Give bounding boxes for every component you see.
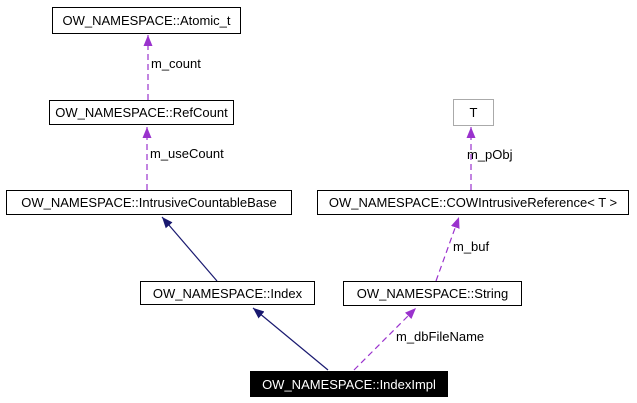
class-node-label: OW_NAMESPACE::IntrusiveCountableBase bbox=[21, 195, 277, 210]
edge-indeximpl-to-index bbox=[252, 307, 329, 371]
class-node-label: OW_NAMESPACE::String bbox=[356, 286, 509, 301]
class-node-intrusive-countable-base[interactable]: OW_NAMESPACE::IntrusiveCountableBase bbox=[6, 190, 292, 215]
class-node-label: T bbox=[469, 105, 478, 120]
edge-label-m-count: m_count bbox=[151, 56, 201, 71]
template-param-node-t: T bbox=[453, 99, 494, 126]
class-node-cow-intrusive-reference[interactable]: OW_NAMESPACE::COWIntrusiveReference< T > bbox=[317, 190, 629, 215]
class-node-label: OW_NAMESPACE::Atomic_t bbox=[62, 13, 231, 28]
class-node-refcount[interactable]: OW_NAMESPACE::RefCount bbox=[49, 100, 234, 125]
class-node-label: OW_NAMESPACE::Index bbox=[152, 285, 303, 301]
class-node-atomic-t[interactable]: OW_NAMESPACE::Atomic_t bbox=[52, 7, 241, 34]
edge-label-m-buf: m_buf bbox=[453, 239, 490, 254]
class-node-label: OW_NAMESPACE::IndexImpl bbox=[262, 376, 436, 392]
class-node-label: OW_NAMESPACE::RefCount bbox=[55, 105, 228, 120]
edge-indeximpl-to-string bbox=[353, 307, 417, 371]
class-node-index-impl-focus: OW_NAMESPACE::IndexImpl bbox=[250, 371, 448, 397]
edge-label-m-db-file-name: m_dbFileName bbox=[396, 329, 485, 344]
class-node-label: OW_NAMESPACE::COWIntrusiveReference< T > bbox=[328, 195, 618, 210]
edge-index-to-countablebase bbox=[161, 216, 218, 282]
class-node-index[interactable]: OW_NAMESPACE::Index bbox=[140, 281, 315, 305]
class-node-string[interactable]: OW_NAMESPACE::String bbox=[343, 281, 522, 306]
edge-string-to-cowreference bbox=[435, 216, 460, 282]
edge-label-m-p-obj: m_pObj bbox=[467, 147, 513, 162]
edge-label-m-use-count: m_useCount bbox=[150, 146, 224, 161]
